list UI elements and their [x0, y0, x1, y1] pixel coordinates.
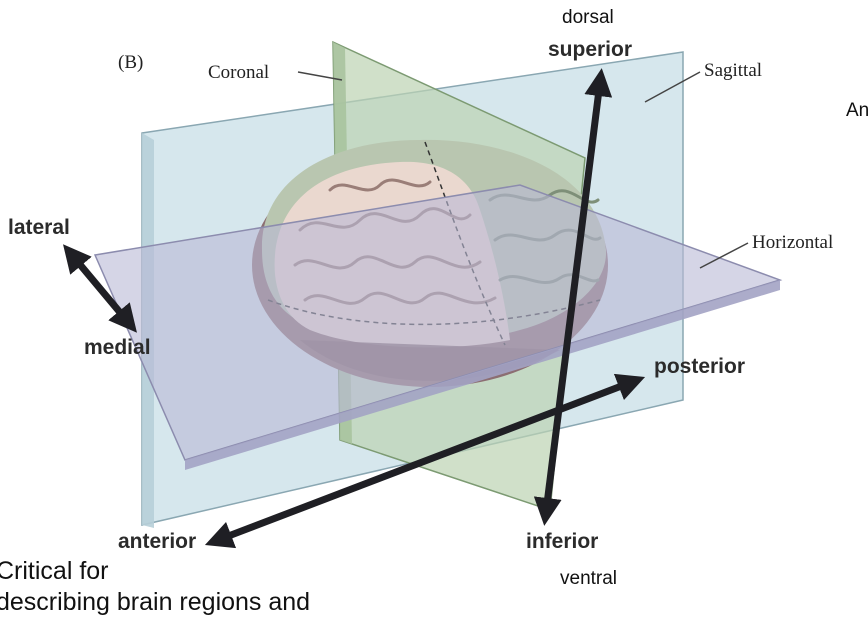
dorsal-label: dorsal [562, 7, 614, 28]
lateral-label: lateral [8, 216, 70, 239]
anterior-label: anterior [118, 530, 197, 553]
panel-label: (B) [118, 52, 144, 73]
posterior-label: posterior [654, 355, 746, 378]
caption-line-2: describing brain regions and [0, 588, 311, 616]
anterior-posterior-arrow [204, 373, 646, 549]
superior-label: superior [548, 38, 633, 61]
medial-label: medial [84, 336, 151, 359]
cut-off-text: An [846, 100, 868, 121]
horizontal-pointer-line [699, 242, 749, 269]
caption-line-1: Critical for [0, 557, 109, 585]
sagittal-pointer-line [644, 71, 701, 103]
horizontal-label: Horizontal [752, 232, 834, 253]
ventral-label: ventral [560, 568, 618, 589]
sagittal-label: Sagittal [704, 60, 763, 81]
lateral-medial-arrow [63, 244, 137, 333]
brain-planes-diagram [63, 40, 783, 549]
coronal-label: Coronal [208, 62, 270, 83]
inferior-label: inferior [526, 530, 599, 553]
coronal-pointer-line [297, 71, 343, 81]
